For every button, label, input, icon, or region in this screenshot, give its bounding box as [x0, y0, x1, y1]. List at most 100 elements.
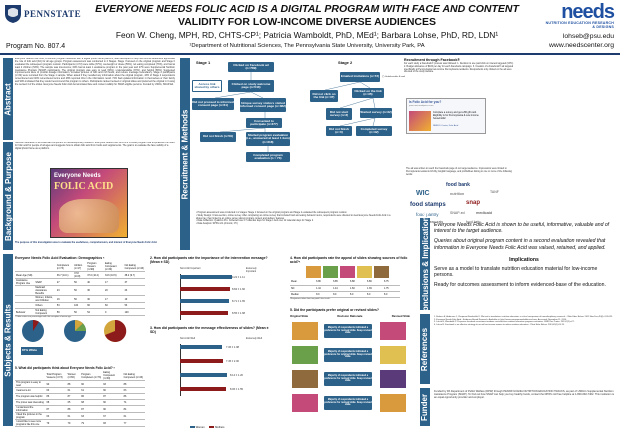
cell: 17	[103, 295, 124, 303]
q2-axis	[180, 274, 181, 320]
cell: The prices was interesting	[15, 399, 46, 406]
revised-slide	[380, 322, 406, 340]
cell: 79	[80, 419, 103, 427]
cell: 90	[102, 405, 123, 413]
cell: Women, Infants, and Children	[34, 295, 56, 303]
cell: 36.7 (10.1)	[55, 271, 74, 279]
cell: 53	[123, 302, 145, 309]
cell: 50	[73, 308, 87, 316]
q4-title: 4. How did participants rate the appeal …	[290, 256, 408, 264]
cell: 20	[103, 285, 124, 296]
cell: 90	[80, 380, 103, 388]
demographics-panel: Everyone Needs Folic Acid Evaluation: De…	[15, 256, 145, 318]
q2-title: 2. How did participants rate the importa…	[150, 256, 268, 264]
cell: 86	[45, 393, 67, 400]
pie-slice	[75, 320, 83, 331]
q2-bar	[180, 287, 230, 291]
cell: Medicaid Assistance Benefits	[34, 285, 56, 296]
usefulness-title: 5. What did participants think about Eve…	[15, 366, 115, 370]
cell: 1.44	[332, 285, 350, 292]
reference: 2. Everyone Needs Folic Acid - Evidence-…	[434, 318, 567, 321]
cell: 61	[66, 387, 81, 394]
cell: I understood the information	[15, 405, 46, 413]
col-header: Women (n=66)	[66, 371, 81, 381]
cell: Assistance Program Use	[15, 278, 35, 286]
col-header: Attrition (n=17)	[73, 262, 87, 272]
q4-thumbs	[306, 266, 410, 278]
cell: 88	[66, 405, 81, 413]
cell: 8.0	[349, 291, 366, 298]
cell: Mean	[290, 279, 316, 286]
pie-slice	[33, 320, 39, 331]
col-header: Program Viewers (n=99)	[86, 262, 104, 272]
cell	[15, 295, 35, 303]
band-abstract-label: Abstract	[3, 82, 13, 116]
q5-note: Majority of respondents indicated a pref…	[324, 396, 372, 410]
flow-unique-visitors: Unique survey visitors visited informed …	[240, 98, 286, 112]
website[interactable]: www.needscenter.org	[549, 42, 614, 49]
band-conclusions-label: Conclusions & Implications	[420, 211, 430, 317]
q5-revised-header: Revised Slide	[391, 314, 410, 318]
col-header: Completers (n=73)	[55, 262, 74, 272]
references-list: 1. Berlaco E, Anderson J, Chapman-Novako…	[434, 316, 614, 326]
band-references: References	[420, 314, 430, 384]
col-header	[15, 371, 46, 381]
cell: 34.6 (10.5)	[103, 271, 124, 279]
methods-bullet-text: Study Design: Cross-section, online surv…	[196, 214, 391, 220]
cell: 66	[86, 302, 104, 309]
ad-heading: Is Folic Acid for you?	[409, 100, 442, 104]
demographics-table: Completers (n=73) Attrition (n=17) Progr…	[15, 262, 145, 316]
q5-note: Majority of respondents indicated a pref…	[324, 324, 372, 338]
cell	[34, 271, 56, 279]
band-conclusions: Conclusions & Implications	[420, 212, 430, 316]
flow-arrows	[214, 72, 376, 152]
cell	[15, 285, 35, 296]
folic-poster-title: Everyone Needs	[54, 173, 101, 179]
cell: 37	[123, 278, 145, 286]
background-text: Nutrition education is an essential comp…	[15, 142, 175, 150]
q2-val: 8.55 ± 1.68	[232, 312, 245, 315]
stage1-label: Stage 1	[196, 60, 211, 65]
conclusion-2: Queries about original program content i…	[434, 238, 606, 251]
q5-headers: Original Slide Revision Rationale Revise…	[290, 314, 410, 318]
col-header	[15, 262, 35, 272]
cell: 30	[86, 295, 104, 303]
cell: 87	[80, 405, 103, 413]
cell: 0	[103, 308, 124, 316]
band-background-label: Background & Purpose	[3, 151, 13, 241]
q3-bar	[180, 373, 227, 377]
cell: 87	[66, 393, 81, 400]
word: food help	[466, 220, 481, 224]
slide-thumb	[374, 266, 389, 278]
original-slide	[292, 322, 318, 340]
original-slide	[292, 394, 318, 412]
cell: 59	[55, 308, 74, 316]
word: snap	[466, 200, 481, 206]
q3-bar	[180, 359, 223, 363]
cell: 84	[122, 405, 145, 413]
cell: 50	[73, 285, 87, 296]
usefulness-table: Total Program Viewers (n=73) Women (n=66…	[15, 371, 145, 427]
cell: 93	[102, 380, 123, 388]
cell: 1.39	[366, 285, 383, 292]
word: SNAP-ed	[450, 211, 465, 215]
revised-slide	[380, 346, 406, 364]
methods-list: • Program assessment was conducted in 2 …	[196, 212, 396, 226]
q5-note: Majority of respondents indicated a pref…	[324, 348, 372, 362]
fb-note: The ad was written to reach the Facebook…	[406, 168, 512, 176]
email[interactable]: lohseb@psu.edu	[562, 33, 614, 40]
q2-right: Extremely Important	[246, 267, 257, 273]
col-header: Program Completers (n=73)	[80, 371, 103, 381]
pie-caption-bg	[21, 347, 43, 355]
pennstate-logo: PENNSTATE	[4, 4, 81, 28]
flow-did-not-finish: Did not finish (n=59)	[200, 132, 236, 142]
table-header-row: Total Program Viewers (n=73) Women (n=66…	[15, 371, 145, 381]
slide-thumb	[323, 266, 338, 278]
